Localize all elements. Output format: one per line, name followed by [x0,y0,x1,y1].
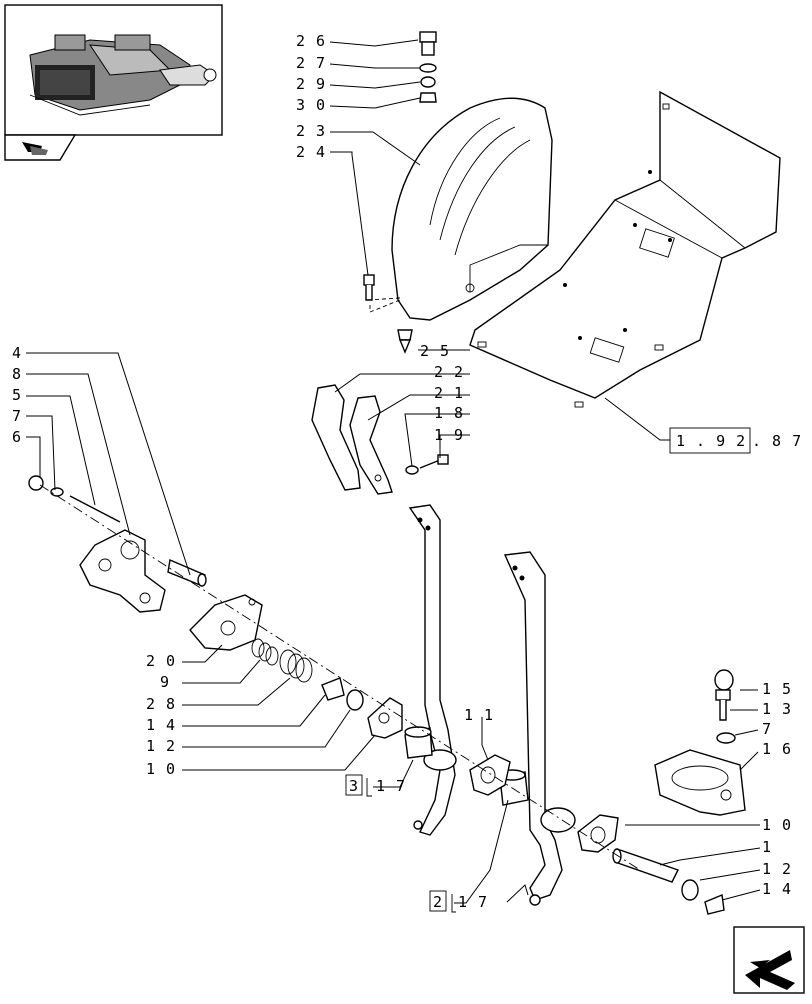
reference-boxed-text: 1 . 9 2 [676,432,746,450]
callout-17-a: 1 7 [376,777,406,795]
callout-11: 1 1 [464,706,494,724]
callout-23: 2 3 [296,122,326,140]
callout-10-right: 1 0 [762,816,792,834]
reference-link[interactable]: 1 . 9 2 . 8 7 [669,427,802,454]
callout-12-right: 1 2 [762,860,792,878]
lever-guard-23 [391,97,553,321]
thumbnail-image[interactable] [4,4,223,161]
callout-10: 1 0 [146,760,176,778]
callout-18: 1 8 [434,404,464,422]
cam-11 [469,754,511,796]
washer-29 [420,76,436,88]
callout-25: 2 5 [420,342,450,360]
callout-15: 1 5 [762,680,792,698]
callout-9: 9 [160,673,170,691]
callout-20: 2 0 [146,652,176,670]
callout-7: 7 [12,407,22,425]
callout-27: 2 7 [296,54,326,72]
bracket-22 [311,384,361,491]
callout-12: 1 2 [146,737,176,755]
boxed-callout-2-text: 2 [433,893,443,911]
callout-1: 1 [762,838,772,856]
plate-8 [79,529,166,613]
callout-24: 2 4 [296,143,326,161]
callout-19: 1 9 [434,426,464,444]
callout-16: 1 6 [762,740,792,758]
spring-9 [251,638,279,666]
cap-15 [714,669,734,691]
clip-14 [321,677,345,701]
bracket-21 [349,395,393,495]
callout-5: 5 [12,386,22,404]
cam-10-right [577,814,619,853]
nut-6 [28,475,44,491]
callout-22: 2 2 [434,363,464,381]
callout-7-right: 7 [762,720,772,738]
spring-28 [279,649,313,683]
callout-26: 2 6 [296,32,326,50]
washer-12-right [681,879,699,901]
washer-7 [50,487,64,497]
clip-14-right [704,894,725,915]
stud-5 [69,495,121,523]
bolt-13 [715,689,731,721]
callout-13: 1 3 [762,700,792,718]
callout-8: 8 [12,365,22,383]
bushing-17a [404,726,433,759]
callout-14-right: 1 4 [762,880,792,898]
block-16 [654,749,746,816]
callout-14: 1 4 [146,716,176,734]
nut-30 [419,92,437,103]
callout-30: 3 0 [296,96,326,114]
plug-25 [397,329,413,354]
callout-21: 2 1 [434,384,464,402]
callout-29: 2 9 [296,75,326,93]
washer-12 [346,689,364,711]
callout-4: 4 [12,344,22,362]
callout-17-b: 1 7 [458,893,488,911]
view-arrow-icon [22,142,48,155]
washer-7-right [716,732,736,744]
callout-6: 6 [12,428,22,446]
navigation-arrow-icon[interactable] [733,926,805,994]
floor-plate [469,90,781,408]
callout-28: 2 8 [146,695,176,713]
boxed-callout-3: 3 [345,774,372,797]
lever-right [503,551,576,906]
washer-27 [419,63,437,73]
washer-18 [405,465,419,475]
boxed-callout-3-text: 3 [349,777,359,795]
reference-suffix-text: . 8 7 [752,432,802,450]
lever-left [408,504,457,836]
plate-20 [189,594,263,651]
boxed-callout-2: 2 [429,890,456,913]
screw-24 [363,274,401,313]
bolt-19 [419,454,449,469]
bolt-26 [419,31,437,56]
cam-10 [367,697,403,739]
pin-1 [612,848,679,883]
